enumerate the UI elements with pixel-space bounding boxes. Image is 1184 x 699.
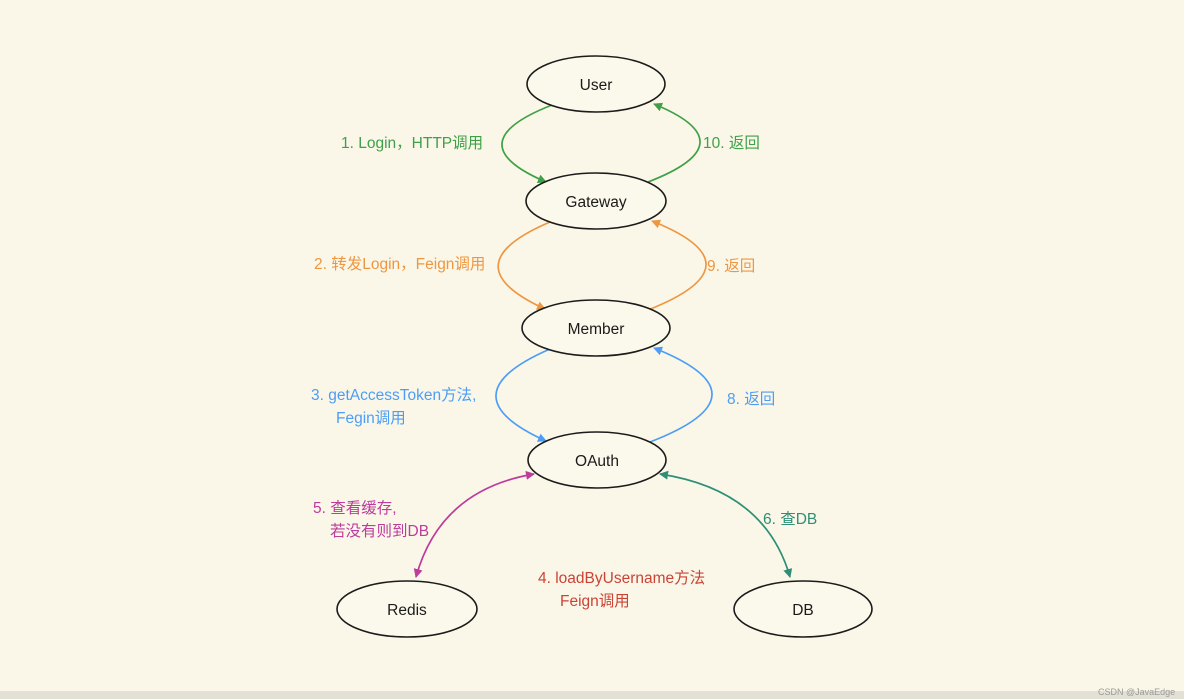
node-oauth-shape xyxy=(527,431,667,489)
node-db: DB xyxy=(733,580,873,638)
node-member-label: Member xyxy=(568,321,625,338)
node-user-label: User xyxy=(580,77,613,94)
edge-get-access-token-arrow xyxy=(495,348,551,442)
edge-login-label: 1. Login，HTTP调用 xyxy=(341,134,483,152)
edge-check-cache-label-line2: 若没有则到DB xyxy=(330,522,429,540)
node-oauth: OAuth xyxy=(527,431,667,489)
node-member-shape xyxy=(521,299,671,357)
edge-return-10-arrow xyxy=(647,102,701,183)
node-user: User xyxy=(526,55,666,113)
edge-forward-login-arrow xyxy=(497,221,551,310)
node-user-shape xyxy=(526,55,666,113)
node-db-shape xyxy=(733,580,873,638)
edge-forward-login-label: 2. 转发Login，Feign调用 xyxy=(314,255,485,273)
edge-get-access-token-label-line1: 3. getAccessToken方法, xyxy=(311,386,476,404)
footer-bar xyxy=(0,691,1184,699)
node-redis-label: Redis xyxy=(387,602,427,619)
edge-login-arrow xyxy=(501,104,553,183)
node-db-label: DB xyxy=(792,602,814,619)
watermark-text: CSDN @JavaEdge xyxy=(1098,687,1175,697)
edge-return-9-arrow xyxy=(647,219,707,311)
node-oauth-label: OAuth xyxy=(575,453,619,470)
edge-load-by-username-label-line1: 4. loadByUsername方法 xyxy=(538,569,705,587)
edge-query-db-label: 6. 查DB xyxy=(763,510,817,528)
node-redis-shape xyxy=(336,580,478,638)
edge-return-8-label: 8. 返回 xyxy=(727,390,775,408)
node-redis: Redis xyxy=(336,580,478,638)
node-member: Member xyxy=(521,299,671,357)
edge-return-8-arrow xyxy=(649,346,713,443)
edge-load-by-username-label-line2: Feign调用 xyxy=(560,592,630,610)
edge-return-10-label: 10. 返回 xyxy=(703,134,760,152)
edge-check-cache-label-line1: 5. 查看缓存, xyxy=(313,499,397,517)
edge-return-9-label: 9. 返回 xyxy=(707,257,755,275)
node-gateway-shape xyxy=(525,172,667,230)
node-gateway: Gateway xyxy=(525,172,667,230)
node-gateway-label: Gateway xyxy=(565,194,626,211)
edge-get-access-token-label-line2: Fegin调用 xyxy=(336,409,406,427)
edge-query-db-arrow xyxy=(659,470,793,578)
edge-check-cache-arrow xyxy=(413,470,535,578)
